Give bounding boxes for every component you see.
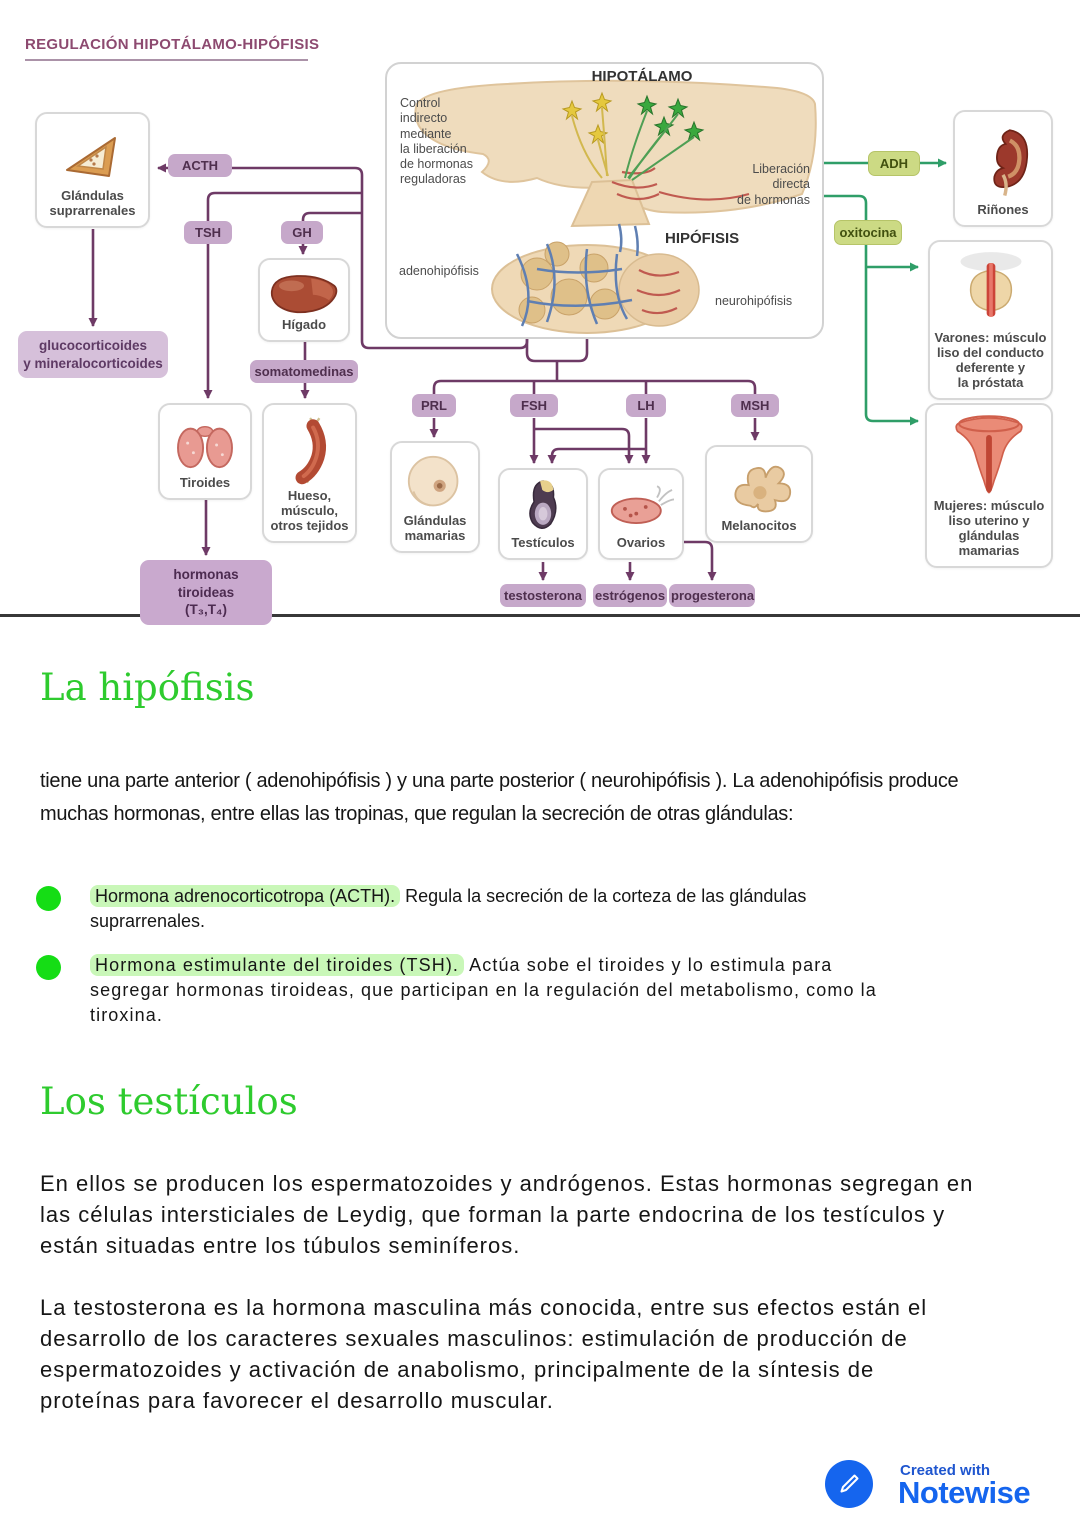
gh-label: GH (281, 221, 323, 244)
uterus-icon (955, 415, 1023, 494)
thyroid-hormones-label: hormonas tiroideas (T₃,T₄) (140, 560, 272, 625)
hipofisis-title: La hipófisis (40, 666, 255, 709)
testis-icon (529, 480, 557, 529)
bone-muscle-caption: Hueso, músculo, otros tejidos (270, 488, 349, 534)
acth-highlight: Hormona adrenocorticotropa (ACTH). (90, 885, 401, 907)
tsh-highlight: Hormona estimulante del tiroides (TSH). (90, 954, 465, 976)
adrenal-glands-caption: Glándulas suprarrenales (49, 188, 136, 219)
progesterone-label: progesterona (669, 584, 755, 607)
breast-icon (407, 455, 459, 506)
direct-release-label: Liberación directa de hormonas (737, 162, 810, 207)
testiculos-title: Los testículos (40, 1080, 298, 1123)
adrenal-gland-icon (65, 136, 116, 177)
males-box: Varones: músculo liso del conducto defer… (928, 240, 1053, 400)
tsh-label: TSH (184, 221, 232, 244)
green-axons (624, 110, 695, 181)
bullet-tsh: Hormona estimulante del tiroides (TSH). … (36, 953, 890, 1028)
somatomedins-label: somatomedinas (250, 360, 358, 383)
males-caption: Varones: músculo liso del conducto defer… (934, 330, 1047, 391)
neurohypophysis-label: neurohipófisis (715, 294, 793, 308)
estrogens-label: estrógenos (593, 584, 667, 607)
testes-box: Testículos (498, 468, 588, 560)
adenohypophysis-label: adenohipófisis (399, 264, 479, 278)
oxytocin-label: oxitocina (834, 220, 902, 245)
pencil-icon (840, 1474, 859, 1493)
diagram-title: REGULACIÓN HIPOTÁLAMO-HIPÓFISIS (25, 36, 320, 53)
bullet-dot-icon (36, 886, 61, 911)
hypophysis-label: HIPÓFISIS (665, 230, 740, 247)
neuro-lobe (618, 253, 700, 327)
ovaries-caption: Ovarios (616, 535, 666, 551)
lh-label: LH (626, 394, 666, 417)
yellow-axons (571, 107, 609, 179)
created-with-label: Created with (900, 1462, 991, 1479)
title-underline (25, 59, 308, 61)
hypothalamus-illustration-panel: HIPOTÁLAMO Control indirecto mediante la… (385, 62, 824, 339)
tsh-rest: Actúa sobe el tiroides y lo estimula par… (90, 955, 877, 1025)
melanocytes-box: Melanocitos (705, 445, 813, 543)
glucocorticoids-label: glucocorticoides y mineralocorticoides (18, 331, 168, 379)
prostate-icon (960, 252, 1021, 317)
muscle-icon (295, 417, 326, 485)
liver-icon (270, 275, 338, 314)
liver-box: Hígado (258, 258, 350, 342)
bullet-acth: Hormona adrenocorticotropa (ACTH). Regul… (36, 884, 890, 934)
kidneys-box: Riñones (953, 110, 1053, 227)
melanocyte-icon (734, 465, 792, 513)
adrenal-glands-box: Glándulas suprarrenales (35, 112, 150, 228)
notewise-logo-icon (825, 1460, 873, 1508)
liver-caption: Hígado (281, 317, 327, 333)
fsh-label: FSH (510, 394, 558, 417)
purple-connectors (88, 163, 760, 581)
ovaries-box: Ovarios (598, 468, 684, 560)
msh-label: MSH (731, 394, 779, 417)
pituitary-stalk (570, 178, 651, 228)
kidneys-caption: Riñones (977, 202, 1029, 218)
mammary-glands-caption: Glándulas mamarias (403, 513, 467, 544)
ovary-icon (610, 485, 674, 525)
brain-shape (414, 79, 817, 214)
connector-lines (88, 100, 947, 581)
section-divider (0, 614, 1080, 617)
bone-muscle-box: Hueso, músculo, otros tejidos (262, 403, 357, 543)
bullet-tsh-text: Hormona estimulante del tiroides (TSH). … (90, 953, 890, 1028)
hypothalamus-label: HIPOTÁLAMO (591, 68, 693, 85)
bullet-acth-text: Hormona adrenocorticotropa (ACTH). Regul… (90, 884, 890, 934)
indirect-control-label: Control indirecto mediante la liberación… (400, 96, 473, 187)
testiculos-paragraph-2: La testosterona es la hormona masculina … (40, 1295, 928, 1413)
testes-caption: Testículos (511, 535, 575, 551)
notewise-brand: Notewise (898, 1475, 1031, 1510)
acth-label: ACTH (168, 154, 232, 177)
thyroid-icon (177, 425, 233, 468)
thyroid-box: Tiroides (158, 403, 252, 500)
females-caption: Mujeres: músculo liso uterino y glándula… (933, 498, 1045, 559)
kidney-icon (993, 128, 1029, 196)
green-neurons (636, 94, 705, 142)
thyroid-caption: Tiroides (179, 475, 231, 491)
prl-label: PRL (412, 394, 456, 417)
blue-vessels (515, 223, 639, 327)
acth-rest: Regula la secreción de la corteza de las… (90, 886, 807, 931)
melanocytes-caption: Melanocitos (721, 518, 797, 534)
adh-label: ADH (868, 151, 920, 176)
hipofisis-intro: tiene una parte anterior ( adenohipófisi… (40, 770, 959, 825)
bullet-dot-icon (36, 955, 61, 980)
red-vessels (611, 167, 750, 315)
females-box: Mujeres: músculo liso uterino y glándula… (925, 403, 1053, 568)
hypothalamus-art (414, 79, 817, 334)
mammary-glands-box: Glándulas mamarias (390, 441, 480, 553)
testosterone-label: testosterona (500, 584, 586, 607)
testiculos-paragraph-1: En ellos se producen los espermatozoides… (40, 1171, 974, 1258)
